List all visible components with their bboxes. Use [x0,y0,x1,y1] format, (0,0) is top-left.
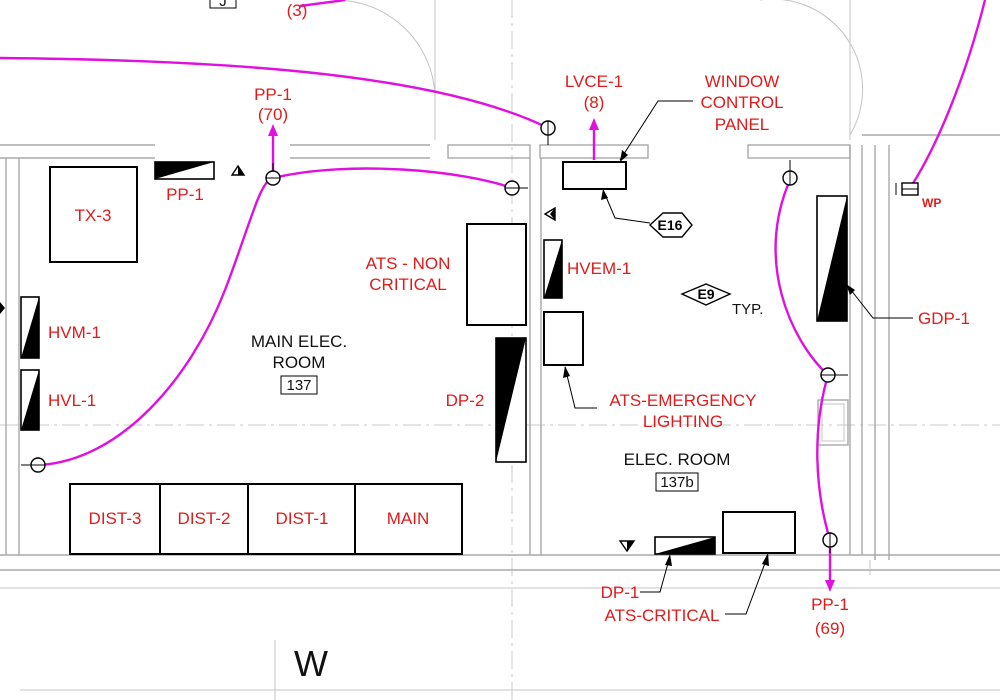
leaders [563,100,913,615]
label-top-num: (3) [287,1,308,20]
grid-label-w: W [294,643,328,684]
keynote-tag-e16: E16 [658,217,683,233]
label-window-line3: PANEL [715,115,770,134]
outlet-pp1-70 [265,163,281,186]
panel-dp2 [495,337,527,463]
room-name-elec: ELEC. ROOM [624,450,731,469]
leader-window-panel [619,100,693,161]
triangle-symbol-dp1-fill [627,541,634,551]
room-number-main-box [280,375,318,395]
label-ats-noncrit-line1: ATS - NON [366,254,451,273]
misc: J W [0,0,328,684]
leader-dp1 [640,555,671,593]
label-pp1-69-num: (69) [815,619,845,638]
keynote-tag-e9-shape [680,283,732,306]
label-hvl1: HVL-1 [48,391,96,410]
leader-ats-critical [725,554,769,615]
room-number-elec-box [655,472,699,492]
leader-gdp1 [846,284,913,319]
label-dist3: DIST-3 [89,509,142,528]
top-tag-label: J [219,0,227,10]
label-wp: WP [922,196,941,210]
outlet-top-door [540,120,556,145]
triangle-symbol-pp1-fill [238,166,244,175]
label-hvm1: HVM-1 [48,323,101,342]
ats-non-critical-box [466,223,527,326]
ats-critical-box [722,511,796,554]
label-pp1-70-num: (70) [258,105,288,124]
label-dp1: DP-1 [601,583,640,602]
arrowhead-pp1-70 [268,124,278,136]
panel-hvl1 [20,369,40,431]
outlet-wp [895,182,919,196]
room-number-elec: 137b [660,474,693,491]
arrowhead-pp1-69 [825,580,835,592]
red-labels: PP-1 (70) (3) LVCE-1 (8) WINDOW CONTROL … [48,1,970,638]
outlet-elec-se [822,532,838,553]
outlet-elec-east [820,367,848,383]
keynote-tag-e16-shape [648,212,693,238]
transformer-tx3 [49,166,138,263]
panel-pp1 [154,161,215,180]
leader-window-panel-arrow [620,150,628,162]
label-ats-emerg-line2: LIGHTING [643,412,723,431]
label-ats-noncrit-line2: CRITICAL [369,275,446,294]
label-tx3: TX-3 [75,206,112,225]
label-dist2: DIST-2 [178,509,231,528]
label-dp2: DP-2 [446,391,485,410]
label-pp1-70-name: PP-1 [254,85,292,104]
label-pp1: PP-1 [166,185,204,204]
leader-dp1-arrow [665,554,672,566]
keynote-tags: E16 E9 TYP. [648,212,763,318]
outlet-elec-ne [782,160,798,186]
room-labels: MAIN ELEC. ROOM 137 ELEC. ROOM 137b [251,332,731,492]
triangle-symbol-hvem1-fill [550,208,555,220]
outlet-main-east [504,180,528,196]
label-main: MAIN [387,509,430,528]
triangle-symbols [230,164,636,553]
circuit-top-left [0,56,549,130]
keynote-tag-e9: E9 [697,286,714,302]
keynote-typ-label: TYP. [732,301,763,318]
leader-ats-emergency [564,366,597,409]
leader-ats-critical-arrow [762,553,769,566]
label-pp1-69-name: PP-1 [811,595,849,614]
label-gdp1: GDP-1 [918,309,970,328]
panel-hvem1 [543,239,563,299]
circuit-top-stub [299,0,346,8]
label-lvce1-name: LVCE-1 [565,72,623,91]
window-control-panel-box [562,161,627,190]
panel-gdp1 [816,195,848,322]
leader-e16-arrow [601,189,608,200]
receptacles [21,120,919,553]
label-window-line1: WINDOW [705,72,780,91]
equipment: TX-3 DIST-3 DIST-2 DIST-1 MAIN [49,161,796,555]
ats-emergency-box [543,311,584,366]
panelboards [20,161,848,555]
label-ats-critical: ATS-CRITICAL [605,606,720,625]
circuit-wp [908,0,987,189]
label-lvce1-num: (8) [584,93,605,112]
panel-dp1 [654,536,716,555]
panel-hvm1 [20,296,40,359]
room-name-main-line1: MAIN ELEC. [251,332,347,351]
label-ats-emerg-line1: ATS-EMERGENCY [609,391,756,410]
circuit-main-room [39,167,513,467]
leader-ats-emergency-arrow [563,366,570,378]
label-hvem1: HVEM-1 [567,259,631,278]
room-name-main-line2: ROOM [273,353,326,372]
switchboard-dist1 [247,483,356,555]
arrowhead-lvce1 [589,118,599,130]
leader-e16 [603,191,651,224]
switchboard-dist2 [159,483,249,555]
label-dist1: DIST-1 [276,509,329,528]
leader-gdp1-arrow [846,284,855,295]
switchboard-main [354,483,463,555]
top-tag-box [209,0,237,9]
label-window-line2: CONTROL [700,93,783,112]
room-number-main: 137 [286,377,311,394]
outlet-main-sw [21,457,46,473]
west-edge-marker [0,302,5,314]
